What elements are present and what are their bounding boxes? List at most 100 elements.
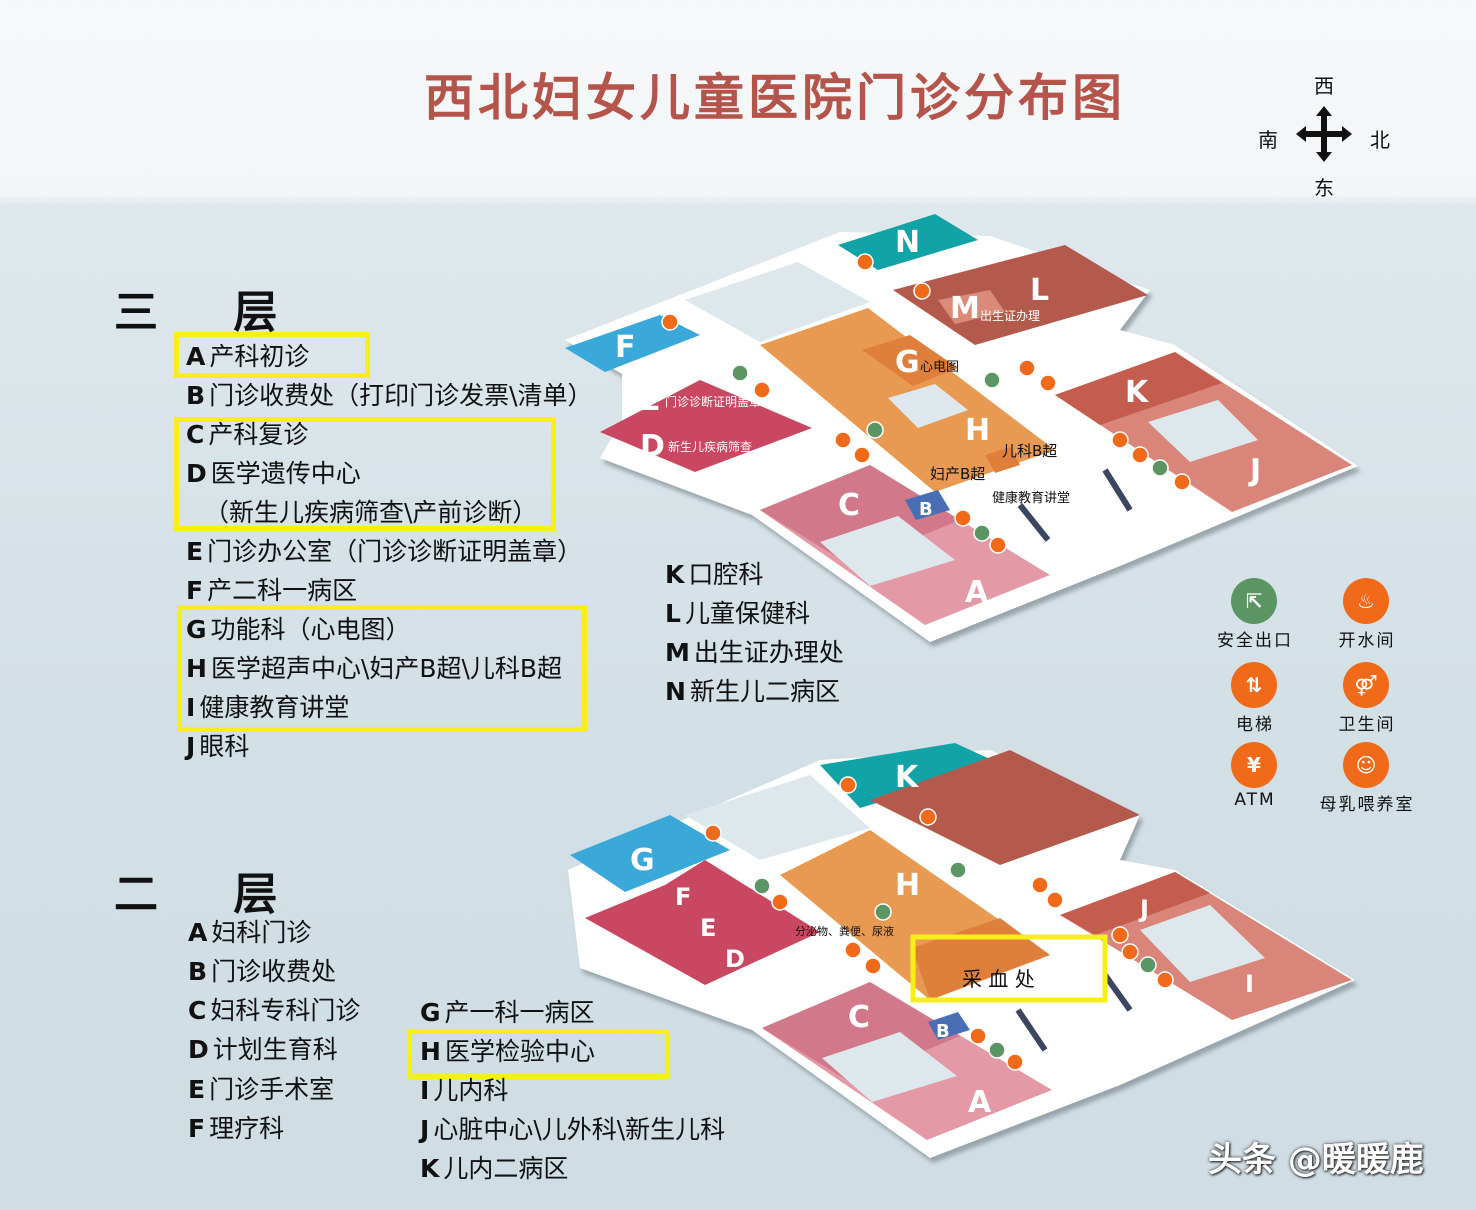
- item-label: 心脏中心\儿外科\新生儿科: [433, 1115, 726, 1144]
- item-label: 新生儿二病区: [689, 677, 840, 706]
- hot-water-icon: [834, 431, 852, 449]
- emergency-exit-icon: [731, 364, 749, 382]
- item-label: 妇科门诊: [211, 918, 312, 947]
- legend-item-note: （新生儿疾病筛查\产前诊断）: [200, 498, 537, 528]
- item-label: 门诊收费处: [211, 957, 337, 986]
- area-B[interactable]: [905, 490, 950, 520]
- item-letter: A: [188, 918, 208, 947]
- escalator: [1102, 468, 1133, 512]
- label-M: M: [950, 291, 980, 326]
- area-G[interactable]: [862, 335, 958, 386]
- emergency-exit-icon: [988, 1041, 1006, 1059]
- label-A: A: [965, 575, 989, 610]
- elevator-icon: [1156, 971, 1174, 989]
- item-letter: E: [186, 537, 204, 566]
- escalator: [1015, 1008, 1048, 1052]
- label-E: E: [700, 914, 716, 942]
- area-E-D[interactable]: [600, 380, 812, 472]
- nursing-room-icon: [1131, 446, 1149, 464]
- area-I[interactable]: [985, 447, 1020, 473]
- item-label: （新生儿疾病筛查\产前诊断）: [204, 498, 538, 527]
- item-label: 产科初诊: [209, 342, 310, 371]
- elevator-icon: [771, 893, 789, 911]
- item-label: 儿内二病区: [443, 1154, 569, 1183]
- legend-label: 卫生间: [1338, 715, 1396, 735]
- escalator: [1102, 973, 1133, 1012]
- item-label: 功能科（心电图）: [210, 615, 411, 644]
- label-D: D: [640, 429, 665, 464]
- label-N: N: [895, 225, 920, 260]
- highlight-box: [910, 934, 1108, 1003]
- elevator-icon: [704, 824, 722, 842]
- hot-water-icon: ♨: [1343, 578, 1389, 624]
- item-letter: I: [186, 693, 196, 722]
- restroom-icon: ⚤: [1343, 662, 1389, 708]
- area-K[interactable]: [1055, 352, 1222, 425]
- item-label: 门诊手术室: [209, 1075, 335, 1104]
- item-letter: H: [420, 1037, 441, 1066]
- item-letter: K: [665, 560, 685, 589]
- atrium-void: [685, 262, 870, 342]
- emergency-exit-icon: [1151, 459, 1169, 477]
- elevator-icon: [1046, 891, 1064, 909]
- floor3-heading: 三 层: [114, 287, 308, 338]
- label-J: J: [1138, 895, 1149, 923]
- area-G[interactable]: [570, 815, 730, 892]
- label-L: L: [1030, 273, 1049, 308]
- item-label: 理疗科: [209, 1114, 285, 1143]
- compass-north: 北: [1370, 128, 1390, 152]
- atrium-void: [820, 516, 955, 586]
- elevator-icon: [919, 808, 937, 826]
- item-letter: H: [186, 654, 207, 683]
- emergency-exit-icon: [874, 903, 892, 921]
- label-I: I: [1245, 970, 1254, 998]
- area-B[interactable]: [928, 1012, 970, 1040]
- label-F: F: [615, 330, 636, 365]
- item-letter: N: [665, 677, 686, 706]
- area-J[interactable]: [1060, 872, 1210, 935]
- item-letter: E: [188, 1075, 206, 1104]
- item-letter: F: [186, 576, 204, 605]
- item-letter: J: [420, 1115, 430, 1144]
- item-letter: J: [186, 732, 196, 761]
- highlight-box: [174, 417, 556, 531]
- area-C[interactable]: [762, 982, 960, 1082]
- emergency-exit-icon: [983, 371, 1001, 389]
- legend-label: 电梯: [1236, 715, 1274, 735]
- label-blood-collection: 采 血 处: [962, 967, 1035, 991]
- item-letter: G: [420, 998, 441, 1027]
- restroom-icon: [1111, 926, 1129, 944]
- restroom-icon: [969, 1027, 987, 1045]
- label-D-sub: 新生儿疾病筛查: [668, 439, 752, 454]
- compass: 西 南 北 东: [1250, 68, 1400, 200]
- hot-water-icon: [1018, 359, 1036, 377]
- item-label: 医学检验中心: [444, 1037, 595, 1066]
- hot-water-icon: [1031, 876, 1049, 894]
- brown-area[interactable]: [870, 750, 1140, 865]
- area-F-E-D[interactable]: [585, 860, 820, 985]
- area-M[interactable]: [938, 290, 1005, 324]
- area-N[interactable]: [838, 214, 978, 270]
- compass-arrows-icon: [1296, 106, 1352, 162]
- item-letter: A: [186, 342, 206, 371]
- emergency-exit-icon: ⇱: [1231, 578, 1277, 624]
- elevator-icon: [853, 446, 871, 464]
- label-B: B: [936, 1021, 950, 1042]
- area-K[interactable]: [820, 743, 1003, 808]
- item-letter: K: [420, 1154, 440, 1183]
- item-letter: F: [188, 1114, 206, 1143]
- item-label: 计划生育科: [212, 1035, 338, 1064]
- item-letter: B: [188, 957, 208, 986]
